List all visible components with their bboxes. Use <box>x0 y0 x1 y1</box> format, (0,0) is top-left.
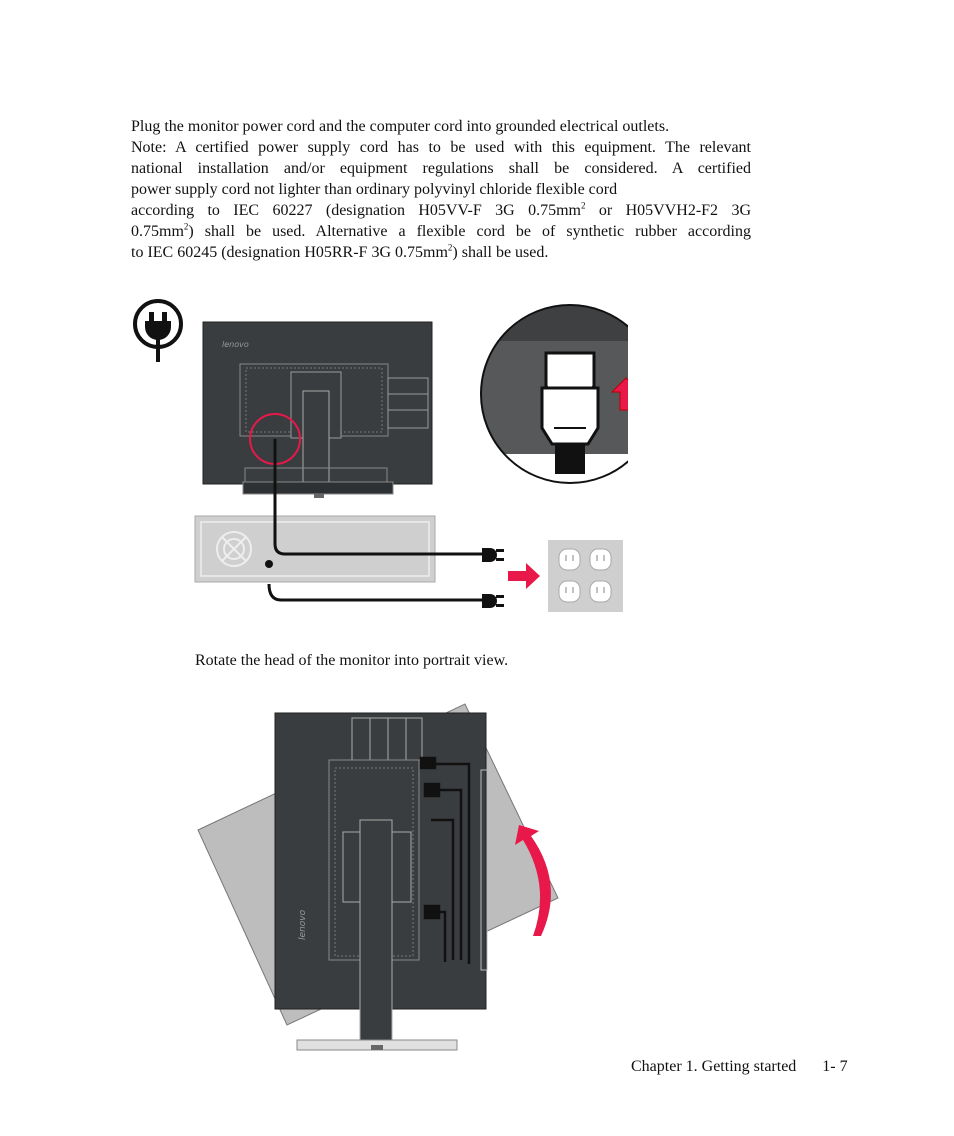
power-plug-icon <box>133 299 183 362</box>
para-line-1: Plug the monitor power cord and the comp… <box>131 118 670 135</box>
arrow-right-icon <box>508 563 540 589</box>
para-line-6-text: 0.75mm <box>131 223 184 240</box>
para-line-6: 0.75mm2) shall be used. Alternative a fl… <box>131 221 751 242</box>
para-line-2: Note: A certified power supply cord has … <box>131 139 751 156</box>
arrow-up-icon <box>610 377 628 411</box>
outlet-icon <box>548 540 623 612</box>
para-line-6-end: ) shall be used. Alternative a flexible … <box>188 223 751 240</box>
page-number: 1- 7 <box>822 1058 848 1075</box>
connector-zoom <box>480 304 628 484</box>
superscript: 2 <box>447 242 453 253</box>
figure2-caption: Rotate the head of the monitor into port… <box>195 652 509 669</box>
monitor-back-portrait: lenovo <box>274 712 488 1051</box>
computer-case <box>194 515 436 583</box>
rotate-arrow-icon <box>515 825 551 936</box>
para-line-7-text: to IEC 60245 (designation H05RR-F 3G 0.7… <box>131 244 448 261</box>
superscript: 2 <box>183 221 189 232</box>
brand-logo: lenovo <box>298 909 308 940</box>
para-line-5: according to IEC 60227 (designation H05V… <box>131 200 751 221</box>
cord-plug <box>482 548 504 608</box>
chapter-title: Chapter 1. Getting started <box>631 1058 797 1075</box>
monitor-back: lenovo <box>202 321 433 498</box>
para-line-4: power supply cord not lighter than ordin… <box>131 181 618 198</box>
power-cords <box>267 439 484 602</box>
para-line-5-end: or H05VVH2-F2 3G <box>585 202 751 219</box>
instruction-paragraph: Plug the monitor power cord and the comp… <box>131 116 751 263</box>
para-line-5-text: according to IEC 60227 (designation H05V… <box>131 202 581 219</box>
cables-portrait <box>419 756 471 964</box>
rotate-monitor-figure: lenovo <box>197 703 559 1051</box>
para-line-7-end: ) shall be used. <box>452 244 549 261</box>
para-line-3: national installation and/or equipment r… <box>131 160 751 177</box>
page-footer: Chapter 1. Getting started 1- 7 <box>631 1058 848 1076</box>
power-connection-figure: lenovo <box>133 299 628 612</box>
brand-logo: lenovo <box>222 340 249 349</box>
superscript: 2 <box>581 200 586 211</box>
para-line-7: to IEC 60245 (designation H05RR-F 3G 0.7… <box>131 242 751 263</box>
